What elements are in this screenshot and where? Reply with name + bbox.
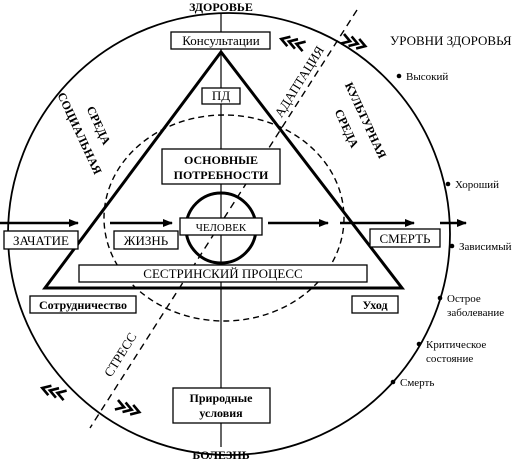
conception-box <box>3 230 79 250</box>
level-acute-line2: заболевание <box>447 307 504 319</box>
adaptation-label: АДАПТАЦИЯ <box>271 43 327 120</box>
level-high: Высокий <box>406 71 448 83</box>
level-bullet-high <box>396 73 402 79</box>
level-good: Хороший <box>455 179 499 191</box>
life-label: ЖИЗНЬ <box>124 233 169 248</box>
basic-needs-line2: ПОТРЕБНОСТИ <box>174 168 269 182</box>
care-label: Уход <box>362 298 387 312</box>
health-levels-title: УРОВНИ ЗДОРОВЬЯ <box>390 33 512 48</box>
main-triangle <box>42 49 406 290</box>
nursing-process-label: СЕСТРИНСКИЙ ПРОЦЕСС <box>143 266 302 281</box>
level-bullet-dependent <box>449 243 455 249</box>
level-bullet-acute <box>437 295 443 301</box>
pole-health: ЗДОРОВЬЕ <box>189 0 253 14</box>
pd-box <box>201 87 241 105</box>
pd-label: ПД <box>212 88 230 103</box>
chevron-arrows-bottom-right-icon <box>114 399 142 416</box>
natural-conditions-box <box>172 387 271 424</box>
level-death: Смерть <box>400 377 434 389</box>
basic-needs-box <box>161 148 281 185</box>
cooperation-box <box>29 295 137 314</box>
level-bullet-death <box>390 379 396 385</box>
dashed-inner-circle <box>103 114 345 322</box>
conception-label: ЗАЧАТИЕ <box>13 233 69 248</box>
consultation-label: Консультации <box>182 33 259 48</box>
nursing-process-box <box>78 264 368 283</box>
care-box <box>351 295 399 314</box>
death-box <box>369 228 441 248</box>
chevron-arrows-top-right-icon <box>340 33 368 50</box>
person-box <box>179 217 263 236</box>
basic-needs-line1: ОСНОВНЫЕ <box>184 153 258 167</box>
level-bullet-critical <box>416 341 422 347</box>
person-label: ЧЕЛОВЕК <box>196 222 247 234</box>
consultation-box <box>170 31 271 50</box>
level-acute-line1: Острое <box>447 293 481 305</box>
level-bullet-good <box>445 181 451 187</box>
chevron-arrows-bottom-left-icon <box>39 384 67 401</box>
adaptation-stress-axis <box>89 9 358 429</box>
pole-illness: БОЛЕЗНЬ <box>192 448 249 462</box>
level-dependent: Зависимый <box>459 241 512 253</box>
death-label: СМЕРТЬ <box>380 231 432 246</box>
level-critical-line2: состояние <box>426 353 473 365</box>
natural-conditions-line2: условия <box>199 406 243 420</box>
cooperation-label: Сотрудничество <box>39 298 127 312</box>
chevron-arrows-top-left-icon <box>278 35 306 52</box>
natural-conditions-line1: Природные <box>190 391 254 405</box>
stress-label: СТРЕСС <box>101 330 140 380</box>
level-critical-line1: Критическое <box>426 339 486 351</box>
life-box <box>113 230 179 250</box>
